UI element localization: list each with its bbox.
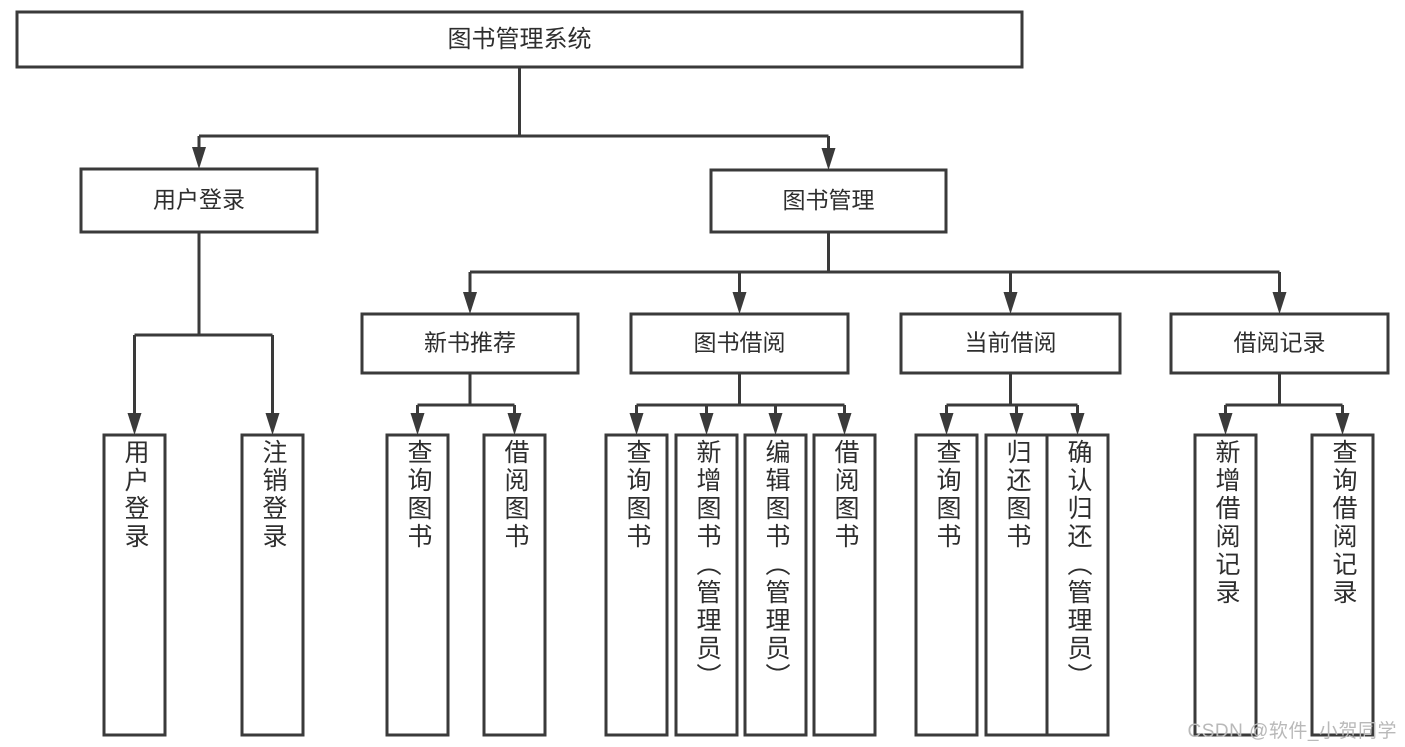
node-root-label: 图书管理系统 xyxy=(448,26,592,53)
leaf-box-new-book-0[interactable] xyxy=(385,433,450,737)
leaf-box-borrow-record-0[interactable] xyxy=(1193,433,1258,737)
leaf-box-book-borrow-2[interactable] xyxy=(743,433,808,737)
node-new-book-label: 新书推荐 xyxy=(424,330,516,356)
arrow-leaf-new-book-1 xyxy=(507,413,522,435)
node-book-manage[interactable] xyxy=(709,168,948,234)
watermark: CSDN @软件_小贺同学 xyxy=(1187,721,1397,742)
leaf-box-book-borrow-3[interactable] xyxy=(812,433,877,737)
node-book-borrow[interactable] xyxy=(629,312,850,375)
arrow-leaf-current-borrow-0 xyxy=(939,413,954,435)
node-current-borrow-label: 当前借阅 xyxy=(965,330,1057,356)
node-borrow-record[interactable] xyxy=(1169,312,1390,375)
arrow-leaf-current-borrow-1 xyxy=(1009,413,1024,435)
leaf-box-user-login-1[interactable] xyxy=(240,433,305,737)
node-user-login[interactable] xyxy=(79,167,319,234)
connector-layer xyxy=(127,67,1350,435)
node-current-borrow[interactable] xyxy=(899,312,1122,375)
arrow-to-user-login xyxy=(192,147,206,169)
arrow-to-level2-3 xyxy=(1272,292,1287,314)
box-layer xyxy=(15,10,1390,737)
arrow-leaf-book-borrow-2 xyxy=(768,413,783,435)
arrow-to-level2-2 xyxy=(1003,292,1018,314)
leaf-box-current-borrow-0[interactable] xyxy=(914,433,979,737)
node-borrow-record-label: 借阅记录 xyxy=(1234,330,1326,356)
leaf-box-book-borrow-1[interactable] xyxy=(674,433,739,737)
leaf-box-book-borrow-0[interactable] xyxy=(604,433,669,737)
leaf-box-user-login-0[interactable] xyxy=(102,433,167,737)
arrow-leaf-new-book-0 xyxy=(410,413,425,435)
arrow-leaf-borrow-record-1 xyxy=(1335,413,1350,435)
leaf-box-current-borrow-1[interactable] xyxy=(984,433,1049,737)
leaf-box-borrow-record-1[interactable] xyxy=(1310,433,1375,737)
node-user-login-label: 用户登录 xyxy=(153,187,245,213)
node-book-borrow-label: 图书借阅 xyxy=(694,330,786,356)
arrow-to-level2-1 xyxy=(732,292,747,314)
arrow-leaf-user-login-0 xyxy=(127,413,142,435)
arrow-leaf-book-borrow-3 xyxy=(837,413,852,435)
node-root[interactable] xyxy=(15,10,1024,69)
arrow-to-book-manage xyxy=(821,148,836,170)
arrow-leaf-user-login-1 xyxy=(265,413,280,435)
arrow-leaf-book-borrow-1 xyxy=(699,413,714,435)
leaf-box-new-book-1[interactable] xyxy=(482,433,547,737)
arrow-leaf-borrow-record-0 xyxy=(1218,413,1233,435)
leaf-box-current-borrow-2[interactable] xyxy=(1045,433,1110,737)
arrow-to-level2-0 xyxy=(463,292,477,314)
arrow-leaf-current-borrow-2 xyxy=(1070,413,1085,435)
arrow-leaf-book-borrow-0 xyxy=(629,413,644,435)
node-book-manage-label: 图书管理 xyxy=(783,187,875,213)
node-new-book[interactable] xyxy=(360,312,580,375)
